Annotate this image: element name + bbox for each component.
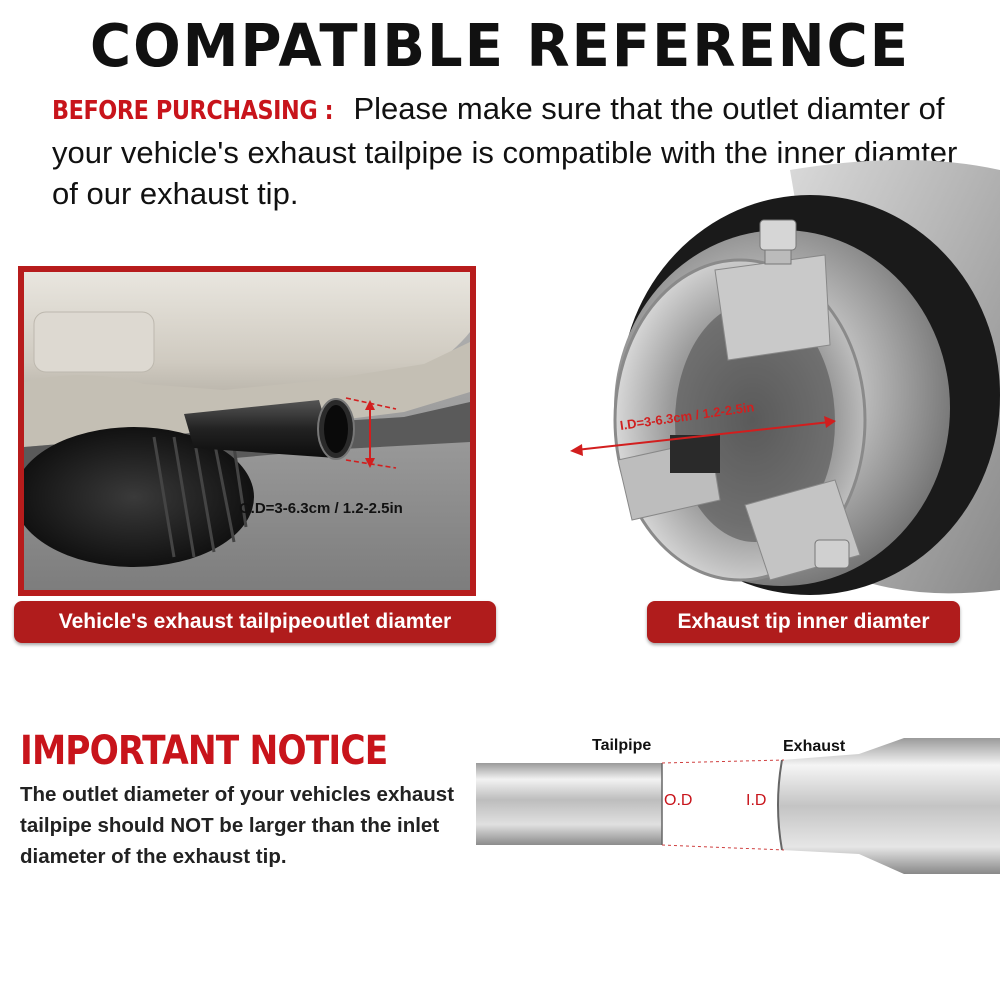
tailpipe-label: Tailpipe [592,737,652,754]
exhaust-label: Exhaust [783,738,846,755]
exhaust-tip-photo: I.D=3-6.3cm / 1.2-2.5in [560,160,1000,600]
od-measurement-label: O.D=3-6.3cm / 1.2-2.5in [239,500,403,517]
pipe-diagram-graphic [476,738,1000,874]
important-notice-text: The outlet diameter of your vehicles exh… [20,783,455,868]
tailpipe-diameter-caption: Vehicle's exhaust tailpipeoutlet diamter [14,601,496,643]
car-illustration [24,272,470,590]
od-label: O.D [664,792,693,809]
intro-text: Please make sure that the outlet diamter… [52,91,958,211]
important-notice-heading: IMPORTANT NOTICE [20,728,388,774]
pipe-diagram: Tailpipe Exhaust O.D I.D [474,730,1000,890]
page-title: COMPATIBLE REFERENCE [90,12,910,81]
exhaust-tip-illustration [570,160,1000,595]
car-tailpipe-photo: O.D=3-6.3cm / 1.2-2.5in [18,266,476,596]
intro-paragraph: BEFORE PURCHASING : Please make sure tha… [52,88,972,214]
tip-diameter-caption: Exhaust tip inner diamter [647,601,960,643]
before-purchasing-label: BEFORE PURCHASING : [52,96,334,126]
id-label: I.D [746,792,767,809]
